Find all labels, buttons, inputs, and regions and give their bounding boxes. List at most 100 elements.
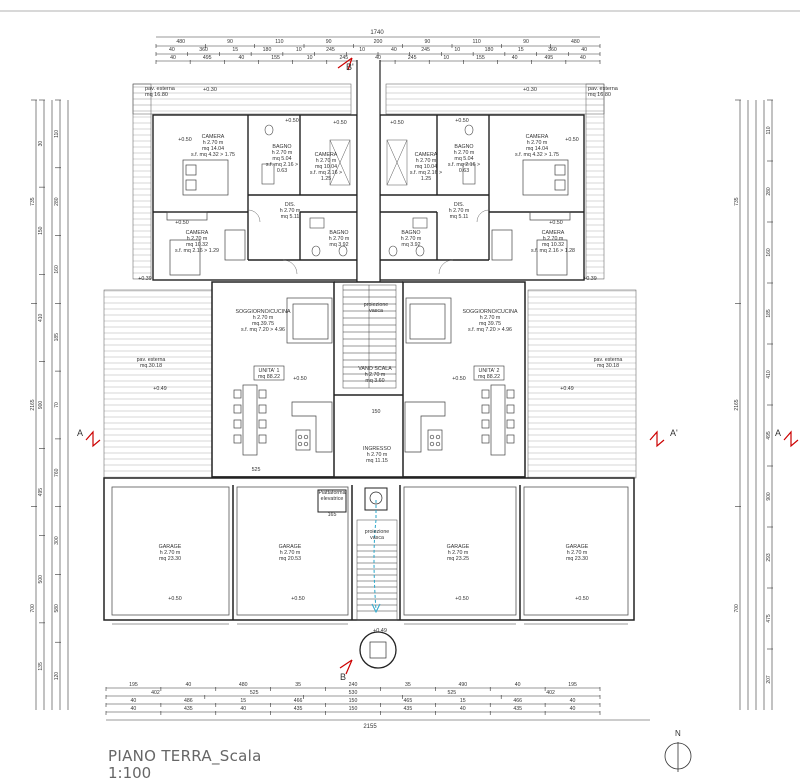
room-bagno-b-left-area: mq 3.92 [329,242,348,248]
dim-top-row2: 480 [176,39,185,45]
dim-top-row2: 90 [523,39,529,45]
room-garage-4-area: mq 23.30 [566,556,588,562]
room-camera-a-left-sf: s.f. mq 4.32 > 1.75 [191,152,235,158]
dim-bottom-row2: 402 [546,690,555,696]
stair-core [342,284,397,389]
room-garage-2-name: GARAGE [279,544,302,550]
level-camera-c-right: +0.50 [549,220,562,226]
dim-top-row2: 90 [227,39,233,45]
room-soggiorno-right-name: SOGGIORNO/CUCINA [462,309,517,315]
dim-bottom-row4: 150 [349,706,358,712]
room-dis-left-name: DIS. [285,202,295,208]
dim-left-mid: 280 [54,197,60,206]
dim-top-row3: 40 [581,47,587,53]
level-bagno-a-right: +0.50 [455,118,468,124]
dim-right-inner: 475 [766,614,772,623]
kitchen-left [291,401,333,453]
lift-circle-icon [369,491,383,505]
room-proiezione-top-l1: proiezione [364,302,388,308]
ramp-steps [357,544,397,612]
dim-right-inner: 160 [766,248,772,257]
bed-left-a [182,159,229,196]
room-camera-b-right-name: CAMERA [415,152,438,158]
room-soggiorno-left-sf: s.f. mq 7.20 > 4.96 [241,327,285,333]
dim-top-row2: 200 [374,39,383,45]
dim-bottom-row3: 150 [349,698,358,704]
area-pav-top-left: mq 16.80 [145,92,168,98]
room-camera-b-right-h: h 2.70 m [416,158,437,164]
section-label-a-right: A [775,428,781,438]
room-bagno-a-left-name: BAGNO [272,144,291,150]
entrance-pillar-icon [369,641,387,659]
dim-top-row4: 40 [580,55,586,61]
room-unita-1-name: UNITA' 1 [259,368,280,374]
dim-left-mid: 110 [54,130,60,138]
room-soggiorno-right-sf: s.f. mq 7.20 > 4.96 [468,327,512,333]
level-soggiorno-right: +0.50 [452,376,465,382]
dim-bottom-total: 2155 [363,724,377,730]
dim-left-mid: 160 [54,265,60,274]
room-camera-c-right-sf: s.f. mq 2.16 > 1.28 [531,248,575,254]
dim-left-inner: 500 [38,575,44,584]
room-camera-c-left-name: CAMERA [186,230,209,236]
dim-right-inner: 280 [766,187,772,196]
room-bagno-b-left-h: h 2.70 m [329,236,350,242]
dim-bottom-row4: 40 [570,706,576,712]
room-bagno-a-right-sf2: 0.63 [459,168,469,174]
dim-bottom-row2: 525 [447,690,456,696]
dim-top-row3: 10 [296,47,302,53]
dim-bottom-row1: 195 [568,682,577,688]
access-path [373,500,377,611]
dim-left-outer: 2165 [30,399,36,410]
room-camera-b-left-area: mq 10.04 [315,164,337,170]
room-garage-3-area: mq 23.25 [447,556,469,562]
level-pav-top-left: +0.30 [203,87,217,93]
dim-bottom-row4: 435 [184,706,193,712]
room-bagno-b-left-name: BAGNO [329,230,348,236]
room-camera-c-left-sf: s.f. mq 2.16 > 1.29 [175,248,219,254]
left-dimensions [35,100,69,710]
level-camera-b-right: +0.50 [390,120,403,126]
room-pav-ext-right-area: mq 30.18 [597,363,619,369]
wardrobe-right [491,211,571,261]
dim-right-inner: 185 [766,309,772,318]
dim-bottom-row1: 35 [405,682,411,688]
lift-platform [317,489,347,513]
entrance-portico [359,631,397,669]
section-label-a-left: A [77,428,83,438]
dim-right-inner: 110 [766,126,772,134]
dim-left-mid: 185 [54,333,60,342]
room-camera-a-right-h: h 2.70 m [527,140,548,146]
dim-top-row4: 155 [271,55,280,61]
dim-left-mid: 760 [54,468,60,477]
room-bagno-a-right-h: h 2.70 m [454,150,475,156]
dim-left-mid: 70 [54,402,60,408]
patio-top-right [385,83,605,115]
level-camera-c-left: +0.50 [175,220,188,226]
level-garage-4: +0.50 [575,596,588,602]
entrance-ramp [356,519,398,621]
room-camera-b-left-name: CAMERA [315,152,338,158]
dining-table-left [233,384,267,456]
section-label-a-prime: A' [670,428,678,438]
level-camera-a-left: +0.50 [178,137,191,143]
room-garage-4-name: GARAGE [566,544,589,550]
dim-right-inner: 410 [766,370,772,379]
room-camera-a-right-area: mq 14.04 [526,146,548,152]
dim-left-outer: 700 [30,604,36,613]
dim-left-inner: 900 [38,401,44,410]
dim-left-outer: 735 [30,197,36,206]
dim-top-row3: 10 [359,47,365,53]
section-a-prime: A' [649,428,678,448]
patio-middle-left [103,289,213,479]
dim-top-row3: 10 [454,47,460,53]
dim-bottom-row3: 40 [131,698,137,704]
dim-bottom-row1: 480 [239,682,248,688]
room-vano-scala-h: h 2.70 m [365,372,386,378]
